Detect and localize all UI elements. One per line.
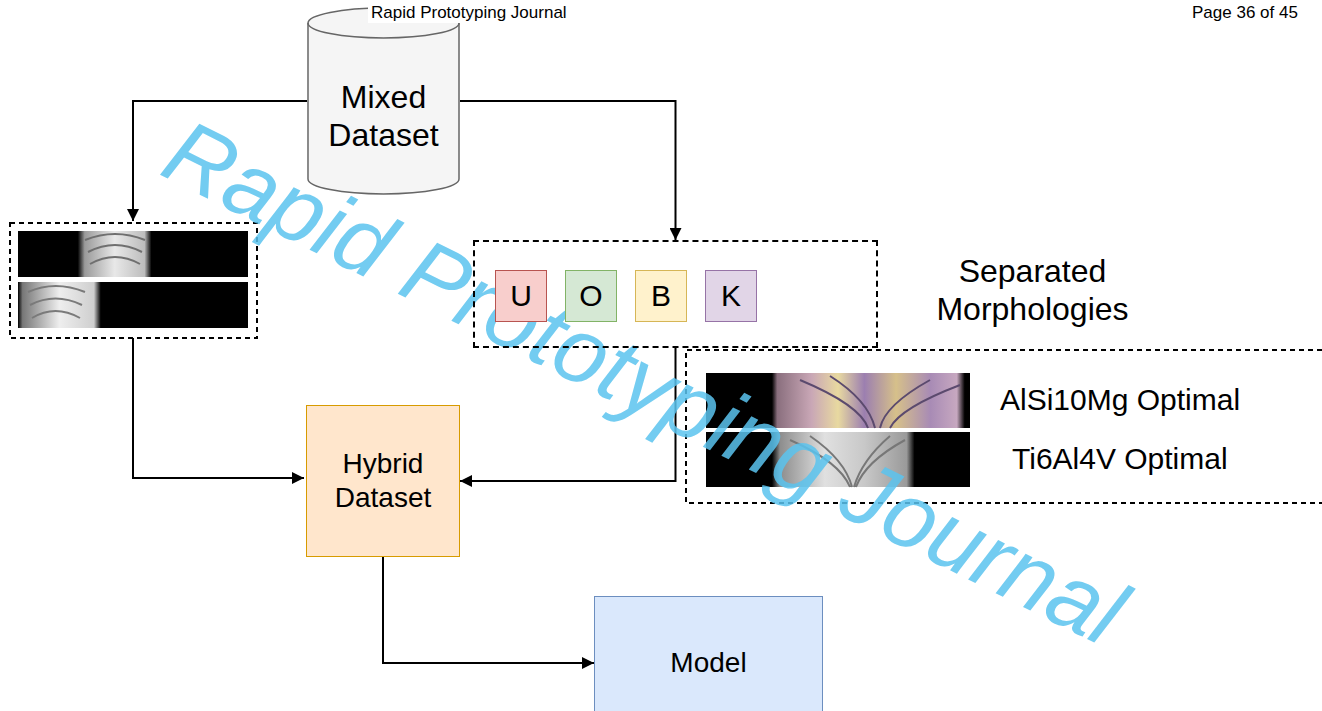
node-label: U xyxy=(510,278,532,314)
node-label: Mixed Dataset xyxy=(313,78,454,155)
node-label: O xyxy=(579,278,602,314)
flow-arrow xyxy=(460,101,676,240)
node-label: Hybrid Dataset xyxy=(313,447,453,514)
model-box: Model xyxy=(594,596,823,711)
flow-arrow xyxy=(383,557,594,663)
watermark: Rapid Prototyping Journal xyxy=(147,96,1143,669)
class-box: U xyxy=(495,270,547,322)
node-label: B xyxy=(651,278,671,314)
process-box: Hybrid Dataset xyxy=(306,405,460,557)
dataset-cylinder: Mixed Dataset xyxy=(307,7,460,195)
page-number: Page 36 of 45 xyxy=(1192,3,1298,23)
node-label: K xyxy=(721,278,741,314)
group-heading: Separated Morphologies xyxy=(925,252,1140,329)
journal-header: Rapid Prototyping Journal xyxy=(368,3,570,23)
class-box: B xyxy=(635,270,687,322)
image-caption: AlSi10Mg Optimal xyxy=(1000,382,1240,418)
morphology-group: Separated MorphologiesUOBK xyxy=(473,240,878,348)
node-label: Model xyxy=(670,646,746,680)
image-caption: Ti6Al4V Optimal xyxy=(1012,441,1228,477)
class-box: K xyxy=(705,270,757,322)
class-box: O xyxy=(565,270,617,322)
